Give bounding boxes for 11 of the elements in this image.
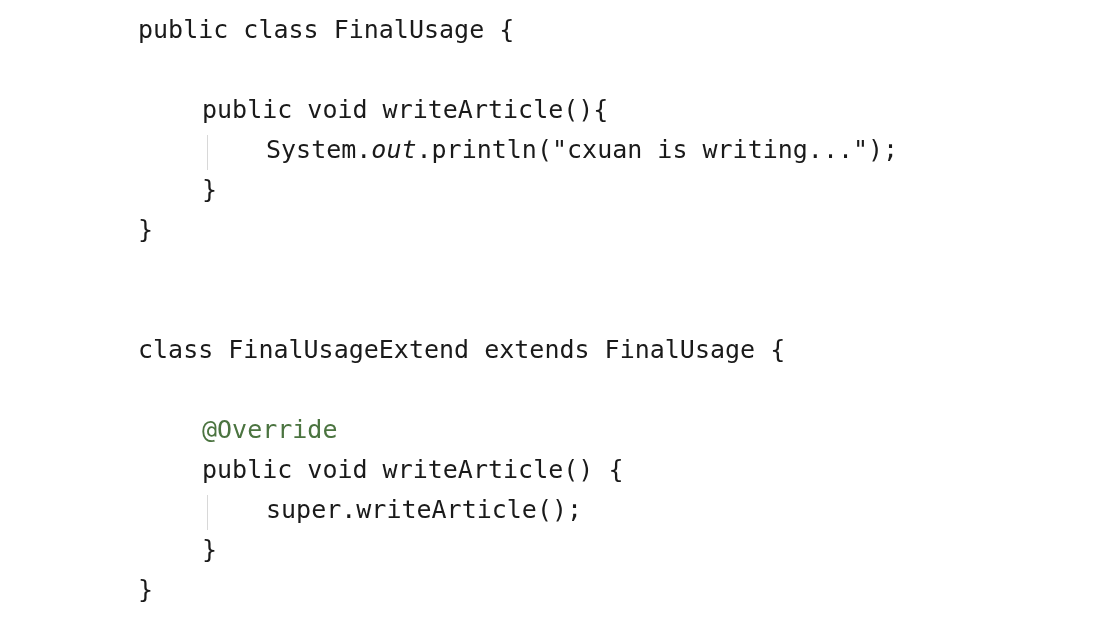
code-line: } (202, 535, 218, 565)
code-line: System.out.println("cxuan is writing..."); (266, 135, 899, 165)
code-line: public class FinalUsage { (138, 15, 515, 45)
code-line: @Override (202, 415, 338, 445)
code-line: class FinalUsageExtend extends FinalUsage { (138, 335, 786, 365)
code-line: public void writeArticle(){ (202, 95, 609, 125)
code-line: } (202, 175, 218, 205)
code-line: public void writeArticle() { (202, 455, 624, 485)
code-line: } (138, 575, 154, 605)
code-line: } (138, 215, 154, 245)
code-line: super.writeArticle(); (266, 495, 583, 525)
